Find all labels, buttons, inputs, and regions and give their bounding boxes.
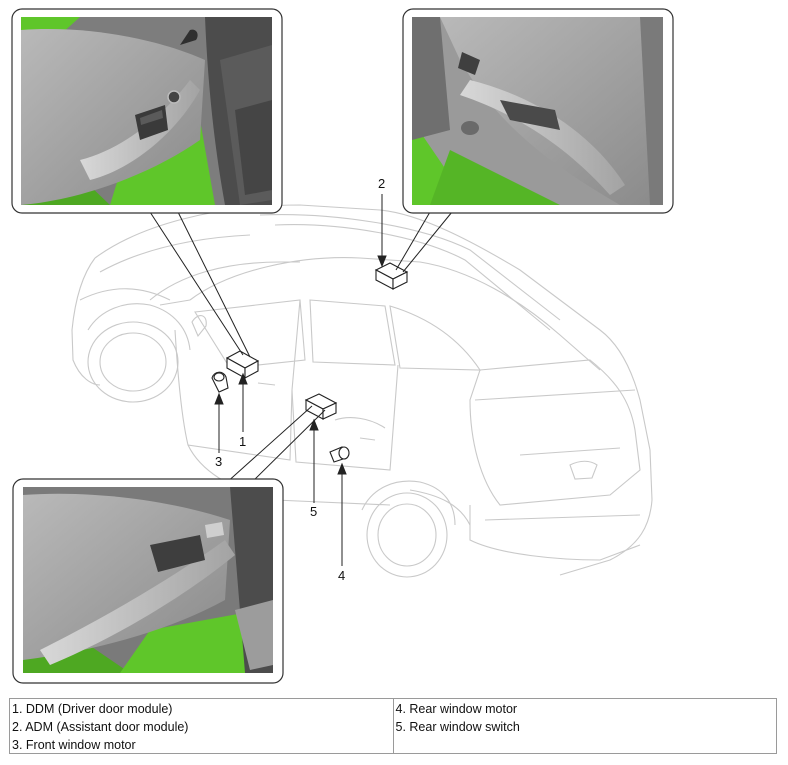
front-window-motor-icon xyxy=(211,371,229,393)
callout-2: 2 xyxy=(378,176,385,191)
legend-item-adm: 2. ADM (Assistant door module) xyxy=(12,720,189,734)
legend-item-rear-window-switch: 5. Rear window switch xyxy=(395,720,520,734)
photo-assistant-door xyxy=(402,8,674,214)
legend-column-right: 4. Rear window motor 5. Rear window swit… xyxy=(392,699,777,753)
callout-5: 5 xyxy=(310,504,317,519)
rear-window-motor-icon xyxy=(329,446,350,463)
photo-rear-door xyxy=(12,478,284,684)
legend-item-rear-window-motor: 4. Rear window motor xyxy=(395,702,518,716)
photo-driver-door xyxy=(11,8,283,214)
legend-item-ddm: 1. DDM (Driver door module) xyxy=(12,702,173,716)
component-location-diagram: 1 2 3 4 5 xyxy=(11,8,674,684)
adm-module-box xyxy=(374,262,409,290)
callout-labels: 1 2 3 4 5 xyxy=(215,176,385,583)
callout-4: 4 xyxy=(338,568,345,583)
leader-lines xyxy=(149,194,453,566)
rear-window-switch-box xyxy=(304,393,338,420)
legend-column-left: 1. DDM (Driver door module) 2. ADM (Assi… xyxy=(10,699,393,753)
legend-item-front-window-motor: 3. Front window motor xyxy=(12,738,136,752)
component-legend-table: 1. DDM (Driver door module) 2. ADM (Assi… xyxy=(9,698,777,754)
ddm-module-box xyxy=(225,350,260,379)
callout-3: 3 xyxy=(215,454,222,469)
callout-1: 1 xyxy=(239,434,246,449)
